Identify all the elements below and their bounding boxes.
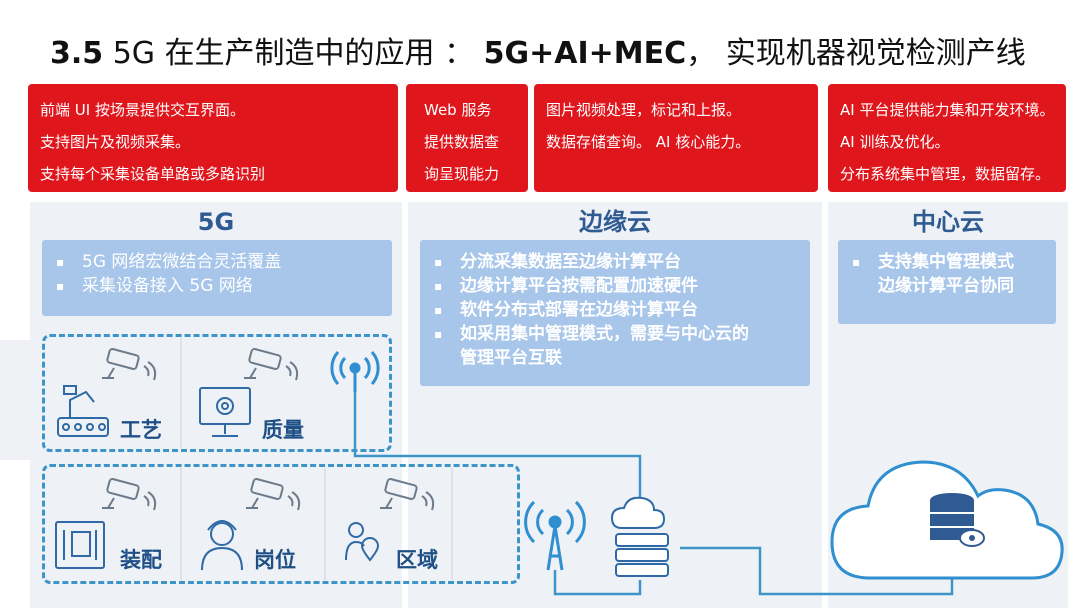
connection-line-cloud: [680, 546, 954, 596]
bullet-item: ▪5G 网络宏微结合灵活覆盖: [56, 252, 282, 272]
red-line: 支持图片及视频采集。: [40, 133, 191, 151]
red-box-web: Web 服务 提供数据查 询呈现能力: [406, 84, 528, 192]
cell-label-craft: 工艺: [120, 418, 162, 442]
red-line: 数据存储查询。 AI 核心能力。: [546, 133, 751, 151]
red-line: AI 平台提供能力集和开发环境。: [840, 101, 1055, 119]
camera-icon: [380, 478, 435, 511]
cell-label-area: 区域: [396, 548, 438, 572]
title-suffix: ， 实现机器视觉检测产线: [686, 36, 1026, 71]
cell-label-post: 岗位: [254, 548, 296, 572]
robot-arm-icon: [57, 385, 109, 437]
bullet-box-edge-cloud: ▪分流采集数据至边缘计算平台 ▪边缘计算平台按需配置加速硬件 ▪软件分布式部署在…: [420, 240, 810, 386]
antenna-icon: [330, 351, 380, 392]
red-box-processing: 图片视频处理，标记和上报。 数据存储查询。 AI 核心能力。: [534, 84, 818, 192]
bullet-icon: ▪: [56, 279, 65, 293]
bullet-item: ▪边缘计算平台按需配置加速硬件: [434, 276, 698, 296]
connection-line-bottom: [553, 570, 642, 596]
bullet-icon: ▪: [434, 303, 443, 317]
worker-icon: [201, 520, 243, 571]
red-line: 图片视频处理，标记和上报。: [546, 101, 742, 119]
title-number: 3.5: [50, 36, 104, 71]
red-line: Web 服务: [424, 101, 492, 119]
bullet-box-5g: ▪5G 网络宏微结合灵活覆盖 ▪采集设备接入 5G 网络: [42, 240, 392, 316]
camera-icon: [102, 478, 157, 511]
bullet-icon: ▪: [434, 327, 443, 341]
bullet-item-continuation: 管理平台互联: [460, 348, 562, 368]
title-strong: 5G+AI+MEC: [483, 36, 687, 71]
title-prefix: 5G 在生产制造中的应用 ：: [103, 36, 475, 71]
bullet-item-continuation: 边缘计算平台协同: [878, 276, 1014, 296]
bullet-icon: ▪: [852, 255, 861, 269]
connection-line-top: [353, 392, 642, 512]
circuit-board-icon: [55, 521, 105, 569]
cell-tower-icon: [524, 500, 586, 571]
camera-icon: [102, 348, 157, 381]
red-box-ai-platform: AI 平台提供能力集和开发环境。 AI 训练及优化。 分布系统集中管理，数据留存…: [828, 84, 1066, 192]
cell-label-assembly: 装配: [120, 548, 162, 572]
bullet-icon: ▪: [56, 255, 65, 269]
column-title-center-cloud: 中心云: [912, 208, 984, 236]
bullet-item: ▪采集设备接入 5G 网络: [56, 276, 253, 296]
red-line: 分布系统集中管理，数据留存。: [840, 165, 1051, 183]
red-line: 支持每个采集设备单路或多路识别: [40, 165, 266, 183]
red-box-frontend: 前端 UI 按场景提供交互界面。 支持图片及视频采集。 支持每个采集设备单路或多…: [28, 84, 398, 192]
column-title-5g: 5G: [197, 208, 235, 236]
column-title-edge-cloud: 边缘云: [579, 208, 651, 236]
red-line: 提供数据查: [424, 133, 500, 151]
camera-icon: [246, 478, 301, 511]
cell-label-quality: 质量: [262, 418, 304, 442]
bullet-item: ▪分流采集数据至边缘计算平台: [434, 252, 681, 272]
device-group-bottom: [42, 464, 520, 584]
slide-title: 3.5 5G 在生产制造中的应用 ： 5G+AI+MEC， 实现机器视觉检测产线: [50, 30, 1070, 78]
red-line: 前端 UI 按场景提供交互界面。: [40, 101, 245, 119]
person-location-icon: [345, 522, 380, 562]
device-group-top: [42, 334, 392, 452]
bullet-item: ▪如采用集中管理模式，需要与中心云的: [434, 324, 749, 344]
cloud-database-icon: [830, 460, 1064, 580]
bullet-item: ▪软件分布式部署在边缘计算平台: [434, 300, 698, 320]
edge-server-icon: [610, 496, 669, 577]
bullet-box-center-cloud: ▪支持集中管理模式 边缘计算平台协同: [838, 240, 1056, 324]
bullet-icon: ▪: [434, 279, 443, 293]
monitor-gear-icon: [199, 387, 251, 437]
bullet-item: ▪支持集中管理模式: [852, 252, 1014, 272]
camera-icon: [244, 348, 299, 381]
red-line: AI 训练及优化。: [840, 133, 950, 151]
bullet-icon: ▪: [434, 255, 443, 269]
red-line: 询呈现能力: [424, 165, 500, 183]
